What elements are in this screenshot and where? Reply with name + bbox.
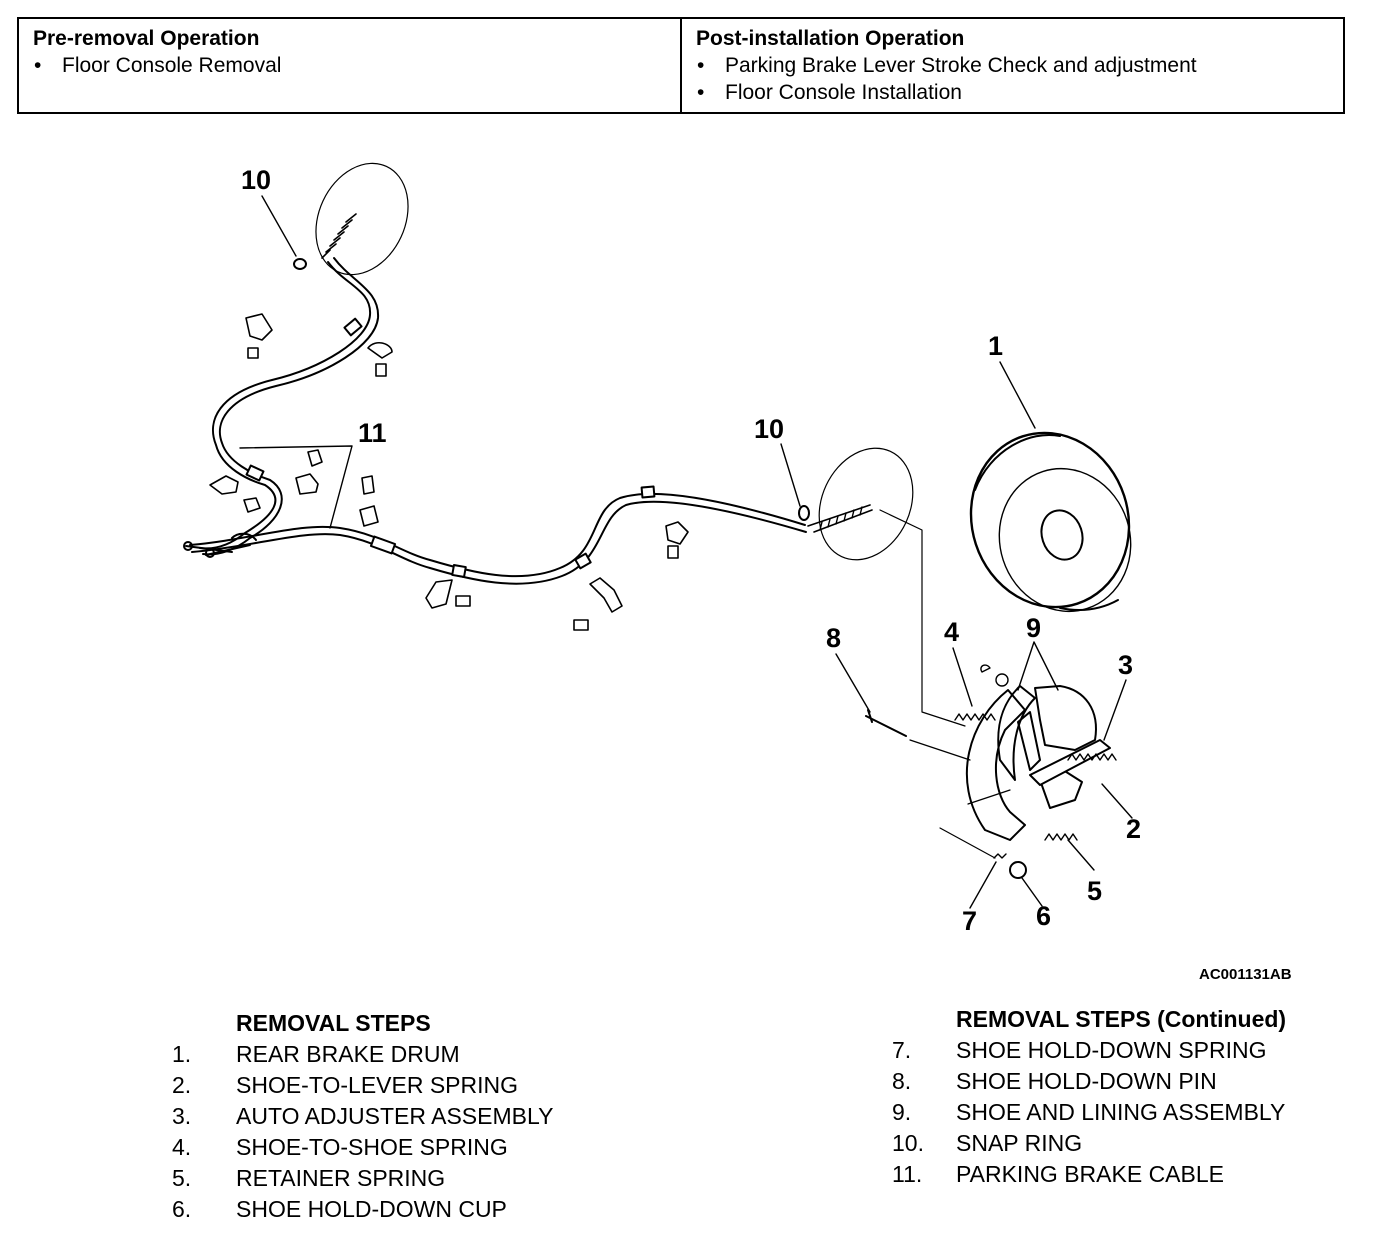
step-number: 11. <box>892 1161 923 1187</box>
list-item: 9. SHOE AND LINING ASSEMBLY <box>892 1097 1286 1128</box>
step-label: SHOE-TO-SHOE SPRING <box>236 1134 508 1160</box>
callout-11: 11 <box>358 418 387 448</box>
list-item: 1. REAR BRAKE DRUM <box>172 1039 553 1070</box>
post-installation-item: Floor Console Installation <box>696 79 1343 106</box>
post-installation-item: Parking Brake Lever Stroke Check and adj… <box>696 52 1343 79</box>
operations-table: Pre-removal Operation Floor Console Remo… <box>17 17 1345 114</box>
detail-circle <box>818 447 914 561</box>
step-label: SHOE HOLD-DOWN CUP <box>236 1196 507 1222</box>
post-installation-column: Post-installation Operation Parking Brak… <box>680 19 1343 112</box>
callout-6: 6 <box>1036 901 1051 931</box>
step-number: 8. <box>892 1068 912 1094</box>
post-installation-title: Post-installation Operation <box>696 27 965 50</box>
callout-1: 1 <box>988 331 1003 361</box>
list-item: 11. PARKING BRAKE CABLE <box>892 1159 1286 1190</box>
shoe-to-shoe-spring <box>954 713 996 721</box>
step-number: 9. <box>892 1099 912 1125</box>
step-label: SHOE-TO-LEVER SPRING <box>236 1072 519 1098</box>
parking-brake-diagram: 10 1 10 11 8 4 9 3 2 5 7 6 <box>183 162 1141 936</box>
list-item: 6. SHOE HOLD-DOWN CUP <box>172 1194 553 1225</box>
cable-brackets <box>209 313 689 631</box>
step-label: SHOE AND LINING ASSEMBLY <box>956 1099 1286 1125</box>
step-number: 1. <box>172 1041 192 1067</box>
rear-brake-drum <box>969 431 1132 613</box>
step-number: 6. <box>172 1196 192 1222</box>
snap-ring <box>798 505 810 521</box>
parking-brake-cable <box>183 213 873 585</box>
step-label: SHOE HOLD-DOWN PIN <box>956 1068 1217 1094</box>
shoe-to-lever-spring <box>1067 753 1117 761</box>
list-item: 3. AUTO ADJUSTER ASSEMBLY <box>172 1101 553 1132</box>
list-item: 10. SNAP RING <box>892 1128 1286 1159</box>
snap-ring <box>293 258 307 270</box>
removal-steps-continued-list: REMOVAL STEPS (Continued) 7. SHOE HOLD-DO… <box>892 1004 1286 1190</box>
list-item: 8. SHOE HOLD-DOWN PIN <box>892 1066 1286 1097</box>
pre-removal-title: Pre-removal Operation <box>33 27 260 50</box>
removal-steps-list: REMOVAL STEPS 1. REAR BRAKE DRUM 2. SHOE-T… <box>172 1008 553 1225</box>
figure-code: AC001131AB <box>1199 966 1292 983</box>
step-number: 3. <box>172 1103 192 1129</box>
callout-3: 3 <box>1118 650 1133 680</box>
callout-7: 7 <box>962 906 977 936</box>
list-item: 4. SHOE-TO-SHOE SPRING <box>172 1132 553 1163</box>
removal-steps-continued-title: REMOVAL STEPS (Continued) <box>956 1006 1287 1032</box>
callout-2: 2 <box>1126 814 1141 844</box>
step-label: AUTO ADJUSTER ASSEMBLY <box>236 1103 554 1129</box>
pre-removal-item: Floor Console Removal <box>33 52 680 79</box>
retainer-spring <box>1044 833 1078 841</box>
list-item: 5. RETAINER SPRING <box>172 1163 553 1194</box>
callout-9: 9 <box>1026 613 1041 643</box>
callout-8: 8 <box>826 623 841 653</box>
shoe-hold-down-pin <box>865 709 907 737</box>
list-item: 7. SHOE HOLD-DOWN SPRING <box>892 1035 1286 1066</box>
step-number: 2. <box>172 1072 192 1098</box>
callout-10: 10 <box>754 414 784 444</box>
step-label: REAR BRAKE DRUM <box>236 1041 460 1067</box>
step-number: 5. <box>172 1165 192 1191</box>
step-label: SHOE HOLD-DOWN SPRING <box>956 1037 1267 1063</box>
step-number: 10. <box>892 1130 924 1156</box>
step-label: RETAINER SPRING <box>236 1165 446 1191</box>
removal-steps-title: REMOVAL STEPS <box>236 1010 431 1036</box>
step-number: 7. <box>892 1037 912 1063</box>
pre-removal-column: Pre-removal Operation Floor Console Remo… <box>19 19 680 112</box>
shoe-hold-down-cup <box>1009 861 1027 879</box>
step-label: PARKING BRAKE CABLE <box>956 1161 1224 1187</box>
brake-shoe-assembly <box>865 509 1117 879</box>
step-number: 4. <box>172 1134 192 1160</box>
callout-5: 5 <box>1087 876 1102 906</box>
list-item: 2. SHOE-TO-LEVER SPRING <box>172 1070 553 1101</box>
step-label: SNAP RING <box>956 1130 1083 1156</box>
callout-10: 10 <box>241 165 271 195</box>
callout-4: 4 <box>944 617 959 647</box>
detail-circle <box>315 162 409 276</box>
leader-lines <box>239 195 1133 909</box>
